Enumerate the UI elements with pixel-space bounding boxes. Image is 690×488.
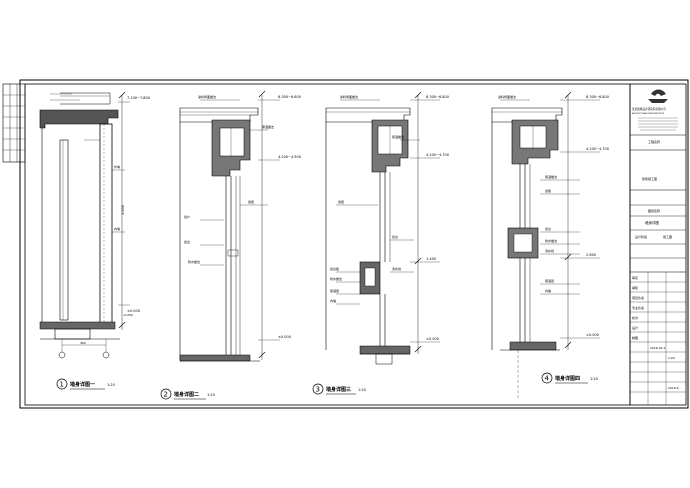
detail-1: 7.100~7.800 3.600 ±0.000 360 外墙 内墙 -0.05… xyxy=(39,91,150,359)
elev-d4-sill: 2.600 xyxy=(586,253,596,257)
left-binding-strip xyxy=(2,83,26,163)
svg-text:保温做法: 保温做法 xyxy=(545,174,557,179)
svg-text:1:20: 1:20 xyxy=(358,388,366,392)
title-block: 某某建筑设计研究院有限公司 ARCHITECTURAL DESIGN INSTI… xyxy=(629,83,687,406)
drawing-scale: 1:20 xyxy=(668,356,675,360)
elev-d3-top: 6.300~6.800 xyxy=(426,95,449,99)
role-5: 设计 xyxy=(632,325,638,330)
stage-value: 施工图 xyxy=(663,234,672,239)
caption-3: 3 墙身详图三 1:20 xyxy=(312,383,366,395)
detail-3: 6.300~6.800 4.200~4.700 1.400 ±0.000 涂料饰… xyxy=(325,91,449,365)
role-3: 专业负责 xyxy=(632,305,644,310)
svg-text:内墙: 内墙 xyxy=(114,226,120,231)
svg-text:墙身详图三: 墙身详图三 xyxy=(326,386,351,393)
drawing-number: 2016-02-1 xyxy=(650,346,666,350)
svg-text:涂料饰面做法: 涂料饰面做法 xyxy=(498,94,516,99)
svg-text:1: 1 xyxy=(60,381,64,389)
svg-text:窗框: 窗框 xyxy=(545,188,551,193)
project-label: 工程名称 xyxy=(648,139,660,144)
svg-text:墙身详图一: 墙身详图一 xyxy=(70,381,95,388)
role-6: 制图 xyxy=(632,335,638,340)
elev-d3-bot: ±0.000 xyxy=(426,337,439,341)
elev-d2-bot: ±0.000 xyxy=(278,335,291,339)
caption-2: 2 墙身详图二 1:20 xyxy=(160,388,215,400)
elev-d1-top: 7.100~7.800 xyxy=(127,96,150,100)
detail-2: 6.300~6.600 4.200~4.500 ±0.000 涂料饰面做法 保温… xyxy=(179,90,301,362)
company-name: 某某建筑设计研究院有限公司 xyxy=(632,107,666,111)
drawing-date: 2016.6 xyxy=(668,386,679,390)
svg-text:1:20: 1:20 xyxy=(207,393,215,397)
elev-d4-top: 6.300~6.800 xyxy=(586,95,609,99)
elev-d2-top: 6.300~6.600 xyxy=(278,95,301,99)
svg-text:墙身详图二: 墙身详图二 xyxy=(174,391,199,398)
role-2: 项目负责 xyxy=(632,295,644,300)
svg-text:保温做法: 保温做法 xyxy=(262,124,274,129)
company-name-en: ARCHITECTURAL DESIGN INSTITUTE xyxy=(632,112,665,115)
svg-text:2: 2 xyxy=(164,391,168,399)
svg-text:窗台: 窗台 xyxy=(184,239,190,244)
elev-d2-mid: 4.200~4.500 xyxy=(278,155,301,159)
svg-text:窗框: 窗框 xyxy=(338,199,344,204)
svg-text:建筑施工图: 建筑施工图 xyxy=(642,176,657,181)
role-1: 审核 xyxy=(632,285,638,290)
caption-1: 1 墙身详图一 1:20 xyxy=(56,378,115,390)
elev-d3-mid: 4.200~4.700 xyxy=(426,153,449,157)
svg-text:防水做法: 防水做法 xyxy=(330,276,342,281)
svg-text:360: 360 xyxy=(80,341,86,345)
svg-text:窗框: 窗框 xyxy=(248,199,254,204)
svg-text:4: 4 xyxy=(545,375,550,383)
elev-d3-sill: 1.400 xyxy=(426,257,436,261)
elev-d1-mid: 3.600 xyxy=(121,205,125,215)
svg-text:-0.050: -0.050 xyxy=(123,313,133,317)
svg-text:窗台: 窗台 xyxy=(392,234,398,239)
svg-text:窗台板: 窗台板 xyxy=(330,266,339,271)
svg-text:内墙: 内墙 xyxy=(330,298,336,303)
svg-text:涂料饰面做法: 涂料饰面做法 xyxy=(198,94,216,99)
svg-text:保温做法: 保温做法 xyxy=(392,134,404,139)
svg-text:窗台: 窗台 xyxy=(545,226,551,231)
svg-text:1:20: 1:20 xyxy=(107,383,115,387)
svg-text:防水做法: 防水做法 xyxy=(545,238,557,243)
company-logo xyxy=(648,89,668,103)
sheet-title: 墙身详图 xyxy=(645,220,659,225)
elev-d4-mid: 4.200~4.700 xyxy=(586,147,609,151)
svg-text:墙身详图四: 墙身详图四 xyxy=(555,375,580,382)
sheet-label: 图纸名称 xyxy=(648,208,660,213)
caption-4: 4 墙身详图四 1:20 xyxy=(541,372,598,384)
svg-text:窗户: 窗户 xyxy=(184,214,190,219)
stage-label: 设计阶段 xyxy=(635,234,647,239)
detail-4: 6.300~6.800 4.200~4.700 2.600 ±0.000 涂料饰… xyxy=(491,91,609,400)
svg-text:防水做法: 防水做法 xyxy=(188,259,200,264)
svg-text:保温层: 保温层 xyxy=(330,288,339,293)
svg-text:涂料饰面做法: 涂料饰面做法 xyxy=(340,94,358,99)
svg-text:内墙: 内墙 xyxy=(545,288,551,293)
elev-d4-bot: ±0.000 xyxy=(586,333,599,337)
svg-text:保温层: 保温层 xyxy=(545,278,554,283)
role-0: 审定 xyxy=(632,275,638,280)
svg-text:1:20: 1:20 xyxy=(590,377,598,381)
svg-text:3: 3 xyxy=(316,386,320,394)
elev-d1-bot: ±0.000 xyxy=(127,309,140,313)
role-4: 校对 xyxy=(632,315,638,320)
svg-text:滴水线: 滴水线 xyxy=(392,266,401,271)
sheet-border xyxy=(19,79,689,409)
svg-text:外墙: 外墙 xyxy=(114,164,120,169)
svg-text:滴水线: 滴水线 xyxy=(545,248,554,253)
